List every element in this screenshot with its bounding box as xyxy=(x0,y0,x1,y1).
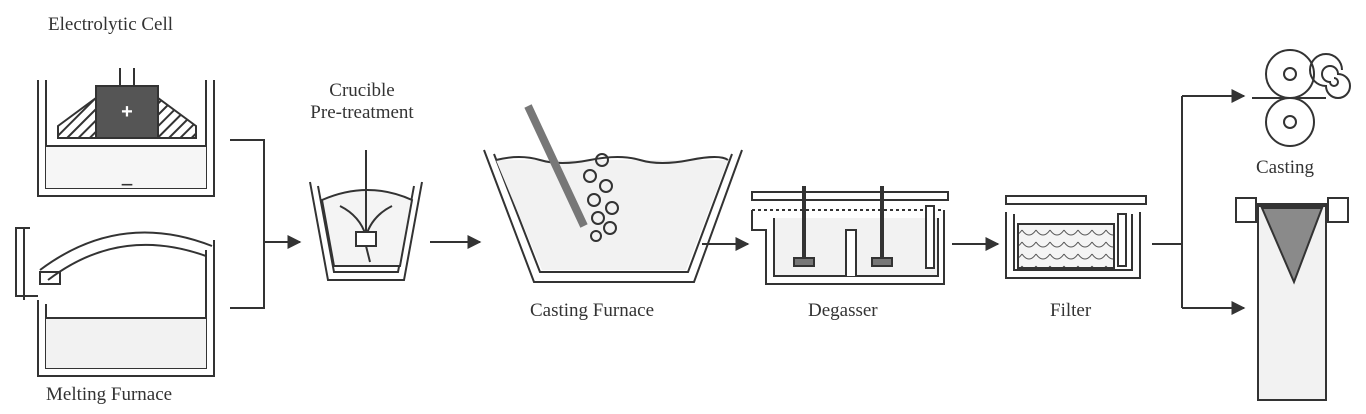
casting-furnace-lance xyxy=(524,104,588,228)
furnace-roof-inner xyxy=(47,243,207,281)
filter-outlet xyxy=(1117,213,1127,267)
melting-furnace xyxy=(15,227,215,377)
furnace-door xyxy=(39,271,61,285)
ingot-mold xyxy=(1235,197,1349,401)
anode-block xyxy=(95,85,159,139)
lower-roll xyxy=(1265,97,1315,147)
bubble xyxy=(591,211,605,225)
casting-furnace xyxy=(483,104,743,283)
rotor-1 xyxy=(793,257,815,267)
label-crucible-line2: Pre-treatment xyxy=(310,102,414,123)
crucible xyxy=(309,150,423,281)
cell-crust-right xyxy=(157,96,197,139)
furnace-chute xyxy=(15,227,38,297)
cathode-symbol: − xyxy=(121,172,134,197)
mold-left xyxy=(1235,197,1257,223)
filter-media xyxy=(1017,223,1115,269)
degasser-vessel-outer xyxy=(751,210,945,285)
upper-roll-hub xyxy=(1283,67,1297,81)
label-filter: Filter xyxy=(1050,300,1092,321)
bubble xyxy=(587,193,601,207)
furnace-melt xyxy=(46,318,206,368)
bubble xyxy=(599,179,613,193)
cell-tank xyxy=(37,80,215,197)
label-degasser: Degasser xyxy=(808,300,878,321)
label-casting-furnace: Casting Furnace xyxy=(530,300,655,321)
degasser-lid xyxy=(751,191,949,201)
crucible-rotor xyxy=(355,231,377,247)
crucible-shaft xyxy=(365,245,371,263)
mold-right xyxy=(1327,197,1349,223)
lower-roll-hub xyxy=(1283,115,1297,129)
casting-furnace-outer xyxy=(483,149,743,283)
label-electrolytic-cell: Electrolytic Cell xyxy=(48,14,174,35)
bubble xyxy=(603,221,617,235)
degasser-outlet xyxy=(925,205,935,269)
filter-vessel-outer xyxy=(1005,212,1141,279)
filter-vessel-inner xyxy=(1013,214,1133,271)
bubble xyxy=(605,201,619,215)
furnace-roof-outer xyxy=(39,231,213,271)
casting-furnace-inner xyxy=(493,153,733,273)
degasser xyxy=(751,186,949,285)
cell-crust-left xyxy=(57,96,97,139)
casting-furnace-surface xyxy=(495,156,729,164)
label-crucible-line1: Crucible xyxy=(329,80,395,101)
electrolytic-cell xyxy=(37,68,215,197)
upper-roll xyxy=(1265,49,1315,99)
filter xyxy=(1005,195,1147,279)
merge-connector xyxy=(230,139,302,309)
label-casting: Casting xyxy=(1256,157,1315,178)
split-connector xyxy=(1152,89,1246,315)
crucible-outer xyxy=(309,181,423,281)
label-melting-furnace: Melting Furnace xyxy=(46,384,173,405)
degasser-baffle xyxy=(845,229,857,276)
label-crucible-pretreatment: Crucible Pre-treatment xyxy=(282,80,442,124)
bubble xyxy=(583,169,597,183)
rotor-2 xyxy=(871,257,893,267)
casting-rolls xyxy=(1252,49,1351,147)
bubble xyxy=(595,153,609,167)
coil-icon xyxy=(1309,53,1351,99)
filter-lid xyxy=(1005,195,1147,205)
bubble xyxy=(590,230,602,242)
anode-symbol: + xyxy=(121,101,133,123)
cell-bath xyxy=(46,146,206,188)
sump-cone xyxy=(1260,207,1324,285)
furnace-body xyxy=(37,240,215,377)
